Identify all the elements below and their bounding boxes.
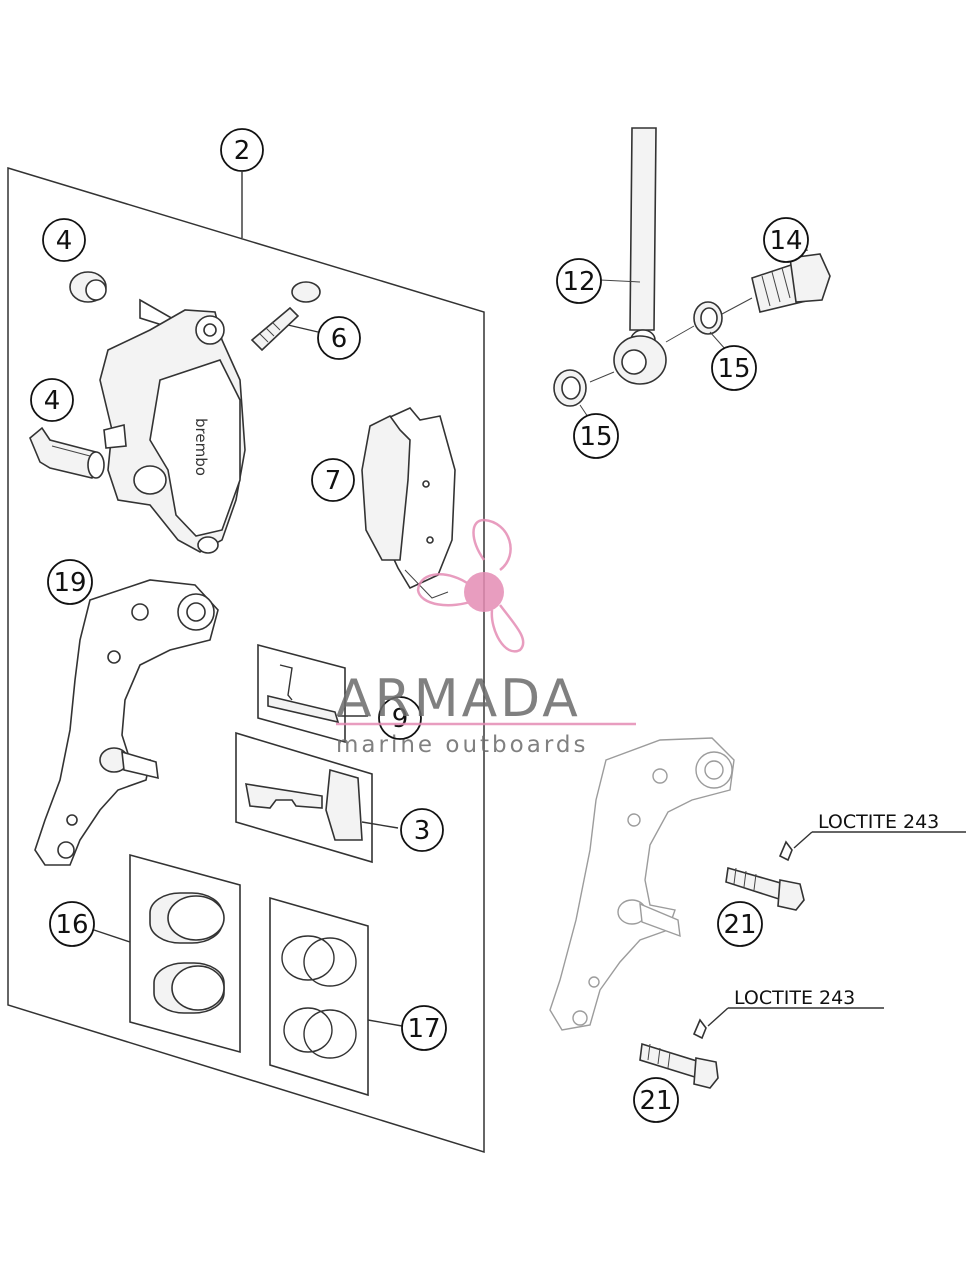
loctite-note-lower: LOCTITE 243 xyxy=(734,987,855,1009)
loctite-leader-2 xyxy=(707,1007,729,1027)
svg-text:21: 21 xyxy=(639,1086,672,1116)
callout-12: 12 xyxy=(556,258,602,304)
svg-text:17: 17 xyxy=(407,1014,440,1044)
loctite-note-upper: LOCTITE 243 xyxy=(818,811,939,833)
leader-17 xyxy=(367,1019,403,1027)
svg-text:14: 14 xyxy=(769,226,802,256)
callout-9: 9 xyxy=(378,696,422,740)
svg-text:15: 15 xyxy=(717,354,750,384)
sealing-washer-part xyxy=(553,297,753,421)
callout-17: 17 xyxy=(401,1005,447,1051)
caliper-bracket-part xyxy=(34,579,219,866)
bleed-screw-part xyxy=(250,281,321,352)
svg-text:9: 9 xyxy=(392,704,409,734)
callout-21-upper: 21 xyxy=(717,901,763,947)
caliper-bolt-part xyxy=(29,426,105,479)
callout-21-lower: 21 xyxy=(633,1077,679,1123)
seal-kit-part xyxy=(269,896,403,1097)
bracket-bolt-part-lower xyxy=(639,1018,719,1089)
brake-caliper-part: brembo xyxy=(99,298,246,554)
svg-text:3: 3 xyxy=(414,816,431,846)
svg-text:19: 19 xyxy=(53,568,86,598)
svg-text:15: 15 xyxy=(579,422,612,452)
leader-3 xyxy=(361,821,399,829)
brake-line-part xyxy=(599,127,667,385)
callout-15-right: 15 xyxy=(711,345,757,391)
svg-text:16: 16 xyxy=(55,910,88,940)
pad-spring-kit-part xyxy=(235,731,399,864)
nut-part xyxy=(69,271,107,303)
svg-text:12: 12 xyxy=(562,267,595,297)
banjo-bolt-part xyxy=(751,249,831,313)
callout-14: 14 xyxy=(763,217,809,263)
callout-19: 19 xyxy=(47,559,93,605)
watermark-subtitle: marine outboards xyxy=(336,732,588,758)
callout-7: 7 xyxy=(311,458,355,502)
svg-text:4: 4 xyxy=(56,226,73,256)
leader-16 xyxy=(93,929,131,943)
svg-text:2: 2 xyxy=(234,136,251,166)
piston-kit-part xyxy=(93,853,241,1054)
loctite-leader-1 xyxy=(793,831,813,849)
callout-2: 2 xyxy=(220,128,264,172)
callout-15-left: 15 xyxy=(573,413,619,459)
svg-text:4: 4 xyxy=(44,386,61,416)
propeller-icon xyxy=(416,518,525,653)
watermark-title: ARMADA xyxy=(336,669,581,729)
svg-text:6: 6 xyxy=(331,324,348,354)
callout-6: 6 xyxy=(317,316,361,360)
callout-4-nut: 4 xyxy=(42,218,86,262)
caliper-bracket-right-part xyxy=(549,737,735,1031)
svg-text:7: 7 xyxy=(325,466,342,496)
watermark-logo: ARMADA marine outboards xyxy=(336,518,636,758)
svg-text:21: 21 xyxy=(723,910,756,940)
caliper-brand-label: brembo xyxy=(192,418,210,476)
propeller-hub xyxy=(464,572,504,612)
bracket-bolt-part-upper xyxy=(725,840,805,911)
brake-pads-part xyxy=(361,407,456,599)
callout-3: 3 xyxy=(400,808,444,852)
callout-4-bolt: 4 xyxy=(30,378,74,422)
leader-6 xyxy=(287,324,319,333)
pin-kit-part xyxy=(257,643,368,744)
callout-16: 16 xyxy=(49,901,95,947)
